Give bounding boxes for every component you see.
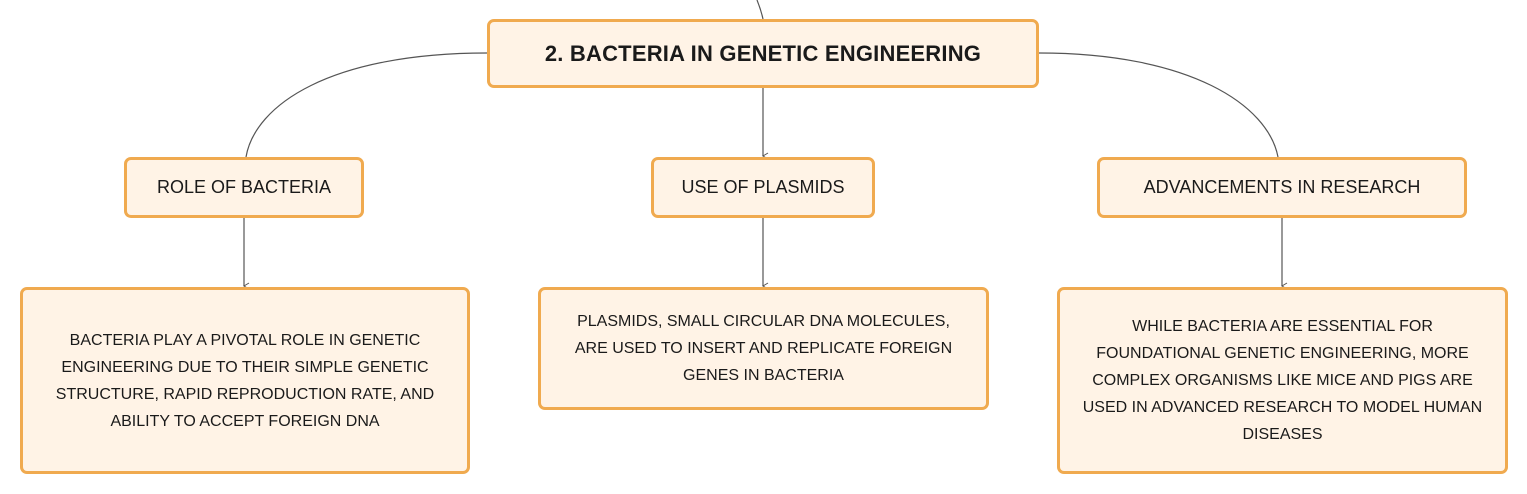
- connector-root-to-role: [245, 52, 488, 158]
- topic-node-use-of-plasmids[interactable]: USE OF PLASMIDS: [651, 157, 875, 218]
- topic-node-label: USE OF PLASMIDS: [681, 177, 845, 197]
- root-node-label: 2. BACTERIA IN GENETIC ENGINEERING: [544, 40, 982, 66]
- detail-node-text: PLASMIDS, SMALL CIRCULAR DNA MOLECULES, …: [574, 313, 953, 384]
- topic-node-advancements-in-research[interactable]: ADVANCEMENTS IN RESEARCH: [1097, 157, 1467, 218]
- detail-node-text: WHILE BACTERIA ARE ESSENTIAL FOR FOUNDAT…: [1082, 318, 1483, 443]
- detail-node-use-of-plasmids[interactable]: PLASMIDS, SMALL CIRCULAR DNA MOLECULES, …: [538, 287, 989, 410]
- detail-node-text: BACTERIA PLAY A PIVOTAL ROLE IN GENETIC …: [55, 331, 435, 430]
- detail-node-role-of-bacteria[interactable]: BACTERIA PLAY A PIVOTAL ROLE IN GENETIC …: [20, 287, 470, 474]
- topic-node-label: ROLE OF BACTERIA: [156, 177, 332, 197]
- connector-root-to-advancements: [1038, 52, 1279, 158]
- topic-node-label: ADVANCEMENTS IN RESEARCH: [1143, 177, 1421, 197]
- root-node[interactable]: 2. BACTERIA IN GENETIC ENGINEERING: [487, 19, 1039, 88]
- detail-node-advancements-in-research[interactable]: WHILE BACTERIA ARE ESSENTIAL FOR FOUNDAT…: [1057, 287, 1508, 474]
- connector-parent-to-root: [756, 0, 764, 20]
- topic-node-role-of-bacteria[interactable]: ROLE OF BACTERIA: [124, 157, 364, 218]
